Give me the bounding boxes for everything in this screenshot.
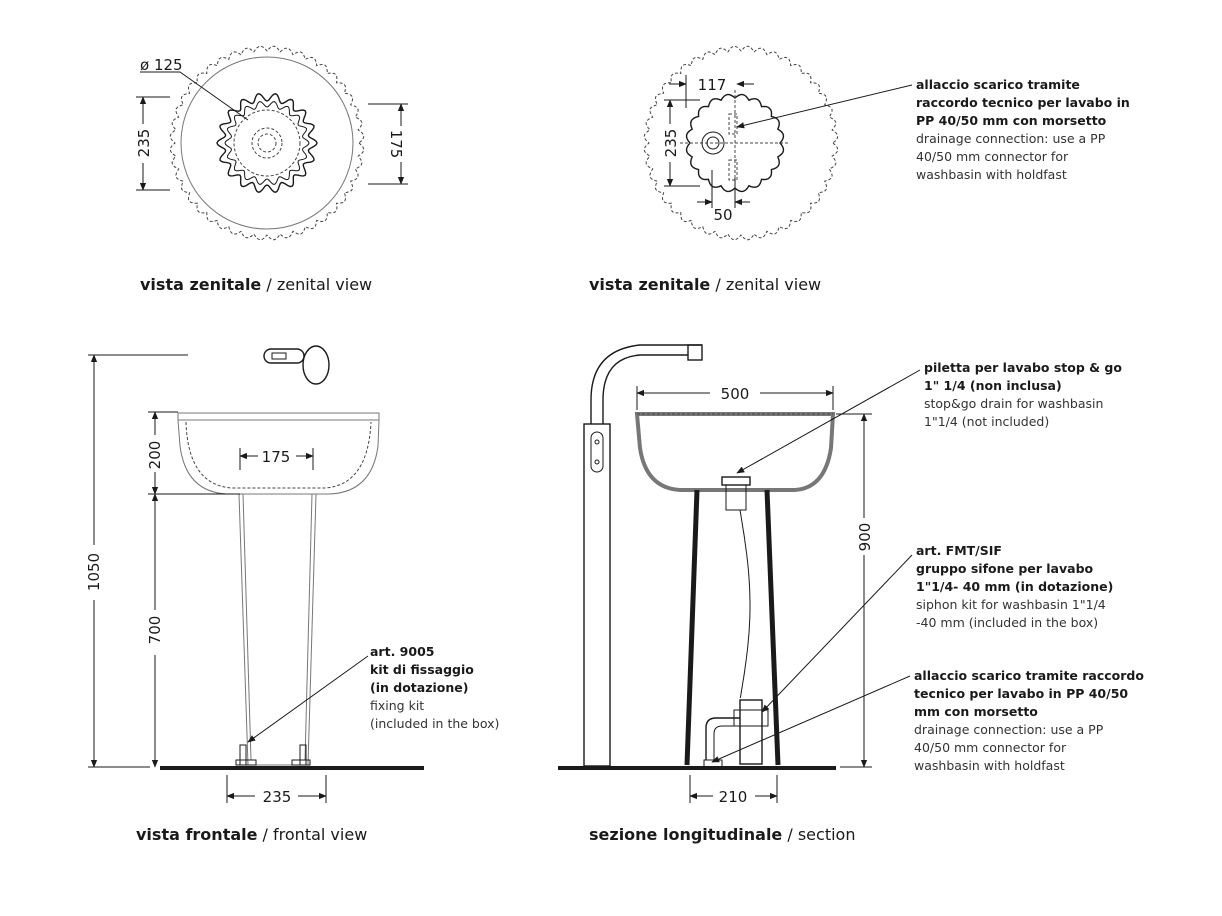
svg-text:washbasin with holdfast: washbasin with holdfast <box>914 758 1065 773</box>
pedestal <box>238 493 317 766</box>
drain-core-circle <box>257 133 277 153</box>
dim-base-width: 210 <box>719 788 748 806</box>
svg-text:1"1/4 (not included): 1"1/4 (not included) <box>924 414 1049 429</box>
washbasin-front <box>177 412 380 495</box>
drainage-note-top: allaccio scarico tramite raccordo tecnic… <box>916 77 1130 182</box>
svg-text:stop&go drain for washbasin: stop&go drain for washbasin <box>924 396 1103 411</box>
dim-bottom-label: 50 <box>713 206 732 224</box>
fixing-slot-top <box>728 113 738 135</box>
dim-pedestal-height: 700 <box>146 616 164 645</box>
basin-inner-contour <box>185 421 372 489</box>
dim-basin-height: 200 <box>146 441 164 470</box>
svg-text:drainage connection: use a PP: drainage connection: use a PP <box>914 722 1104 737</box>
caption-zenital-right: vista zenitale / zenital view <box>589 275 821 294</box>
fixing-slot-bottom <box>728 159 738 181</box>
stop-go-drain <box>721 476 751 511</box>
svg-text:allaccio scarico tramite: allaccio scarico tramite <box>916 77 1080 92</box>
svg-text:(in dotazione): (in dotazione) <box>370 680 468 695</box>
corrugated-siphon-hose <box>736 509 751 699</box>
frontal-view: 1050 200 700 175 235 art. 9005 kit di fi… <box>85 345 499 844</box>
drain-leader <box>736 369 921 474</box>
svg-text:drainage connection: use a PP: drainage connection: use a PP <box>916 131 1106 146</box>
svg-text:raccordo tecnico per lavabo in: raccordo tecnico per lavabo in <box>916 95 1130 110</box>
frame-leg-right <box>764 489 781 766</box>
basin-inner-fluted-bowl <box>216 93 318 193</box>
svg-text:(included in the box): (included in the box) <box>370 716 499 731</box>
drain-hole-outer <box>701 131 725 155</box>
floor-standing-tap <box>583 344 703 767</box>
dim-top-label: 117 <box>698 76 727 94</box>
section-view: 500 900 210 piletta per lavabo stop & go… <box>558 344 1144 844</box>
diameter-leader <box>179 71 249 121</box>
basin-inner-flute-ring <box>224 101 310 185</box>
svg-text:1"1/4- 40 mm (in dotazione): 1"1/4- 40 mm (in dotazione) <box>916 579 1113 594</box>
dim-diameter-label: ø 125 <box>140 56 183 74</box>
washbasin-section <box>634 412 836 492</box>
basin-outer-rim <box>180 56 354 230</box>
siphon-trap <box>703 699 769 769</box>
zenital-view-left: ø 125 235 175 vista zenitale / zenital v… <box>135 45 408 294</box>
fixing-kit <box>235 744 311 766</box>
drain-hole-inner <box>706 136 720 150</box>
fixing-kit-leader <box>247 655 369 743</box>
svg-text:gruppo sifone per lavabo: gruppo sifone per lavabo <box>916 561 1094 576</box>
drainage-leader <box>736 84 913 129</box>
caption-frontal: vista frontale / frontal view <box>136 825 367 844</box>
svg-text:siphon kit for washbasin 1"1/4: siphon kit for washbasin 1"1/4 <box>916 597 1106 612</box>
dim-total-height: 900 <box>856 523 874 552</box>
svg-text:1" 1/4 (non inclusa): 1" 1/4 (non inclusa) <box>924 378 1062 393</box>
svg-text:tecnico per lavabo in PP 40/50: tecnico per lavabo in PP 40/50 <box>914 686 1128 701</box>
drain-note: piletta per lavabo stop & go 1" 1/4 (non… <box>924 360 1122 429</box>
frame-leg-left <box>684 489 700 766</box>
svg-text:mm con morsetto: mm con morsetto <box>914 704 1038 719</box>
svg-text:art. FMT/SIF: art. FMT/SIF <box>916 543 1002 558</box>
dim-basin-width: 500 <box>721 385 750 403</box>
svg-text:art. 9005: art. 9005 <box>370 644 434 659</box>
drainage-note-bottom: allaccio scarico tramite raccordo tecnic… <box>914 668 1144 773</box>
zenital-view-right: 117 235 50 allaccio scarico tramite racc… <box>589 45 1130 294</box>
siphon-leader <box>761 554 913 713</box>
dim-right-label: 175 <box>387 130 405 159</box>
drain-outer-circle <box>233 109 301 177</box>
svg-text:piletta per lavabo stop & go: piletta per lavabo stop & go <box>924 360 1122 375</box>
drainage-leader <box>711 675 911 763</box>
drain-inner-circle <box>251 127 283 159</box>
wall-mixer-tap <box>263 345 330 385</box>
svg-text:PP 40/50 mm con morsetto: PP 40/50 mm con morsetto <box>916 113 1107 128</box>
caption-zenital-left: vista zenitale / zenital view <box>140 275 372 294</box>
dim-left-label: 235 <box>662 129 680 158</box>
fixing-kit-note: art. 9005 kit di fissaggio (in dotazione… <box>370 644 499 731</box>
dim-base-width: 235 <box>263 788 292 806</box>
svg-text:40/50 mm connector for: 40/50 mm connector for <box>916 149 1069 164</box>
caption-section: sezione longitudinale / section <box>589 825 855 844</box>
siphon-note: art. FMT/SIF gruppo sifone per lavabo 1"… <box>916 543 1113 630</box>
svg-text:kit di fissaggio: kit di fissaggio <box>370 662 474 677</box>
basin-outer-scalloped-edge <box>643 45 839 241</box>
dim-total-height: 1050 <box>85 553 103 591</box>
svg-text:fixing kit: fixing kit <box>370 698 424 713</box>
svg-text:allaccio scarico tramite racco: allaccio scarico tramite raccordo <box>914 668 1144 683</box>
svg-text:-40 mm (included in the box): -40 mm (included in the box) <box>916 615 1098 630</box>
basin-outer-scalloped-edge <box>169 45 365 241</box>
dim-inner-width: 175 <box>262 448 291 466</box>
svg-text:40/50 mm connector for: 40/50 mm connector for <box>914 740 1067 755</box>
dim-left-label: 235 <box>135 129 153 158</box>
svg-text:washbasin with holdfast: washbasin with holdfast <box>916 167 1067 182</box>
